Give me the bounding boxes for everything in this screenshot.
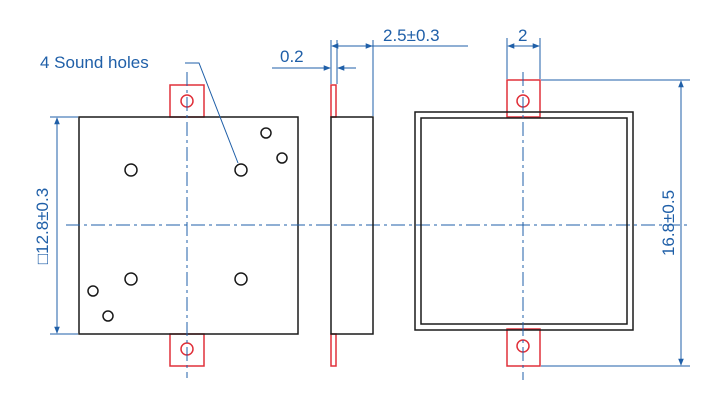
lead-thickness-label: 0.2 — [280, 47, 304, 66]
body-thickness-label: 2.5±0.3 — [383, 26, 440, 45]
small-hole — [87, 285, 99, 297]
side-body — [330, 116, 374, 335]
side-view — [272, 40, 468, 367]
back-view — [414, 38, 690, 380]
front-view — [50, 62, 299, 378]
sound-holes-label: 4 Sound holes — [40, 53, 149, 72]
small-hole — [102, 310, 114, 322]
side-top-terminal — [330, 84, 337, 118]
body-size-label: □12.8±0.3 — [33, 188, 52, 264]
small-hole — [260, 127, 272, 139]
sound-hole — [124, 163, 138, 177]
sound-hole — [234, 272, 248, 286]
sound-hole — [234, 163, 248, 177]
small-hole — [276, 152, 288, 164]
back-body-outer — [414, 111, 634, 331]
sound-holes-leader — [185, 62, 239, 164]
lead-width-label: 2 — [518, 26, 527, 45]
back-body-inner — [420, 117, 628, 325]
overall-length-label: 16.8±0.5 — [659, 190, 678, 256]
side-bottom-terminal — [330, 333, 337, 367]
sound-hole — [124, 272, 138, 286]
